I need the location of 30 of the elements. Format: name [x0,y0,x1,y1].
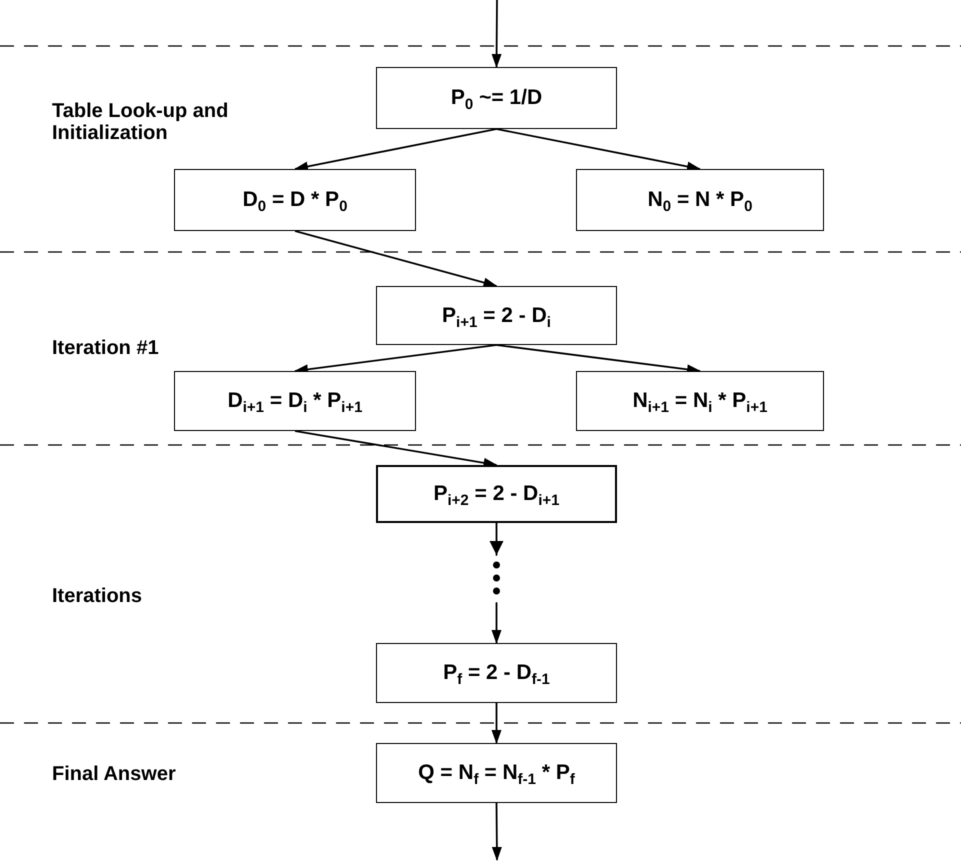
formula-text: P$_{0}$ ~= 1/D [450,86,542,110]
process-box [174,371,416,431]
arrow [492,0,502,68]
process-box [376,286,617,345]
process-box [376,67,617,129]
arrow [492,703,502,744]
dotted-arrow [490,522,504,644]
process-box [376,465,617,523]
stage-label: Iteration #1 [52,337,160,359]
stage-label: Table Look-up and Initialization [52,100,230,144]
arrow [496,128,701,172]
formula-text: P$_{i+2}$ = 2 - D$_{i+1}$ [433,482,560,506]
formula-text: P$_{f}$ = 2 - D$_{f-1}$ [443,661,550,685]
arrow [294,230,498,288]
process-box [376,743,617,803]
stage-label: Iterations [52,585,144,607]
formula-text: D$_{0}$ = D * P$_{0}$ [242,188,348,212]
formula-text: P$_{i+1}$ = 2 - D$_{i}$ [442,304,551,328]
arrow [492,803,502,861]
arrow [294,128,497,172]
formula-text: D$_{i+1}$ = D$_{i}$ * P$_{i+1}$ [228,389,362,413]
arrow [294,430,498,468]
formula-text: N$_{i+1}$ = N$_{i}$ * P$_{i+1}$ [632,389,768,413]
formula-text: Q = N$_{f}$ = N$_{f-1}$ * P$_{f}$ [418,761,575,785]
process-box [576,371,824,431]
stage-label: Final Answer [52,763,177,785]
formula-text: N$_{0}$ = N * P$_{0}$ [648,188,752,212]
process-box [376,643,617,703]
process-box [174,169,416,231]
process-box [576,169,824,231]
